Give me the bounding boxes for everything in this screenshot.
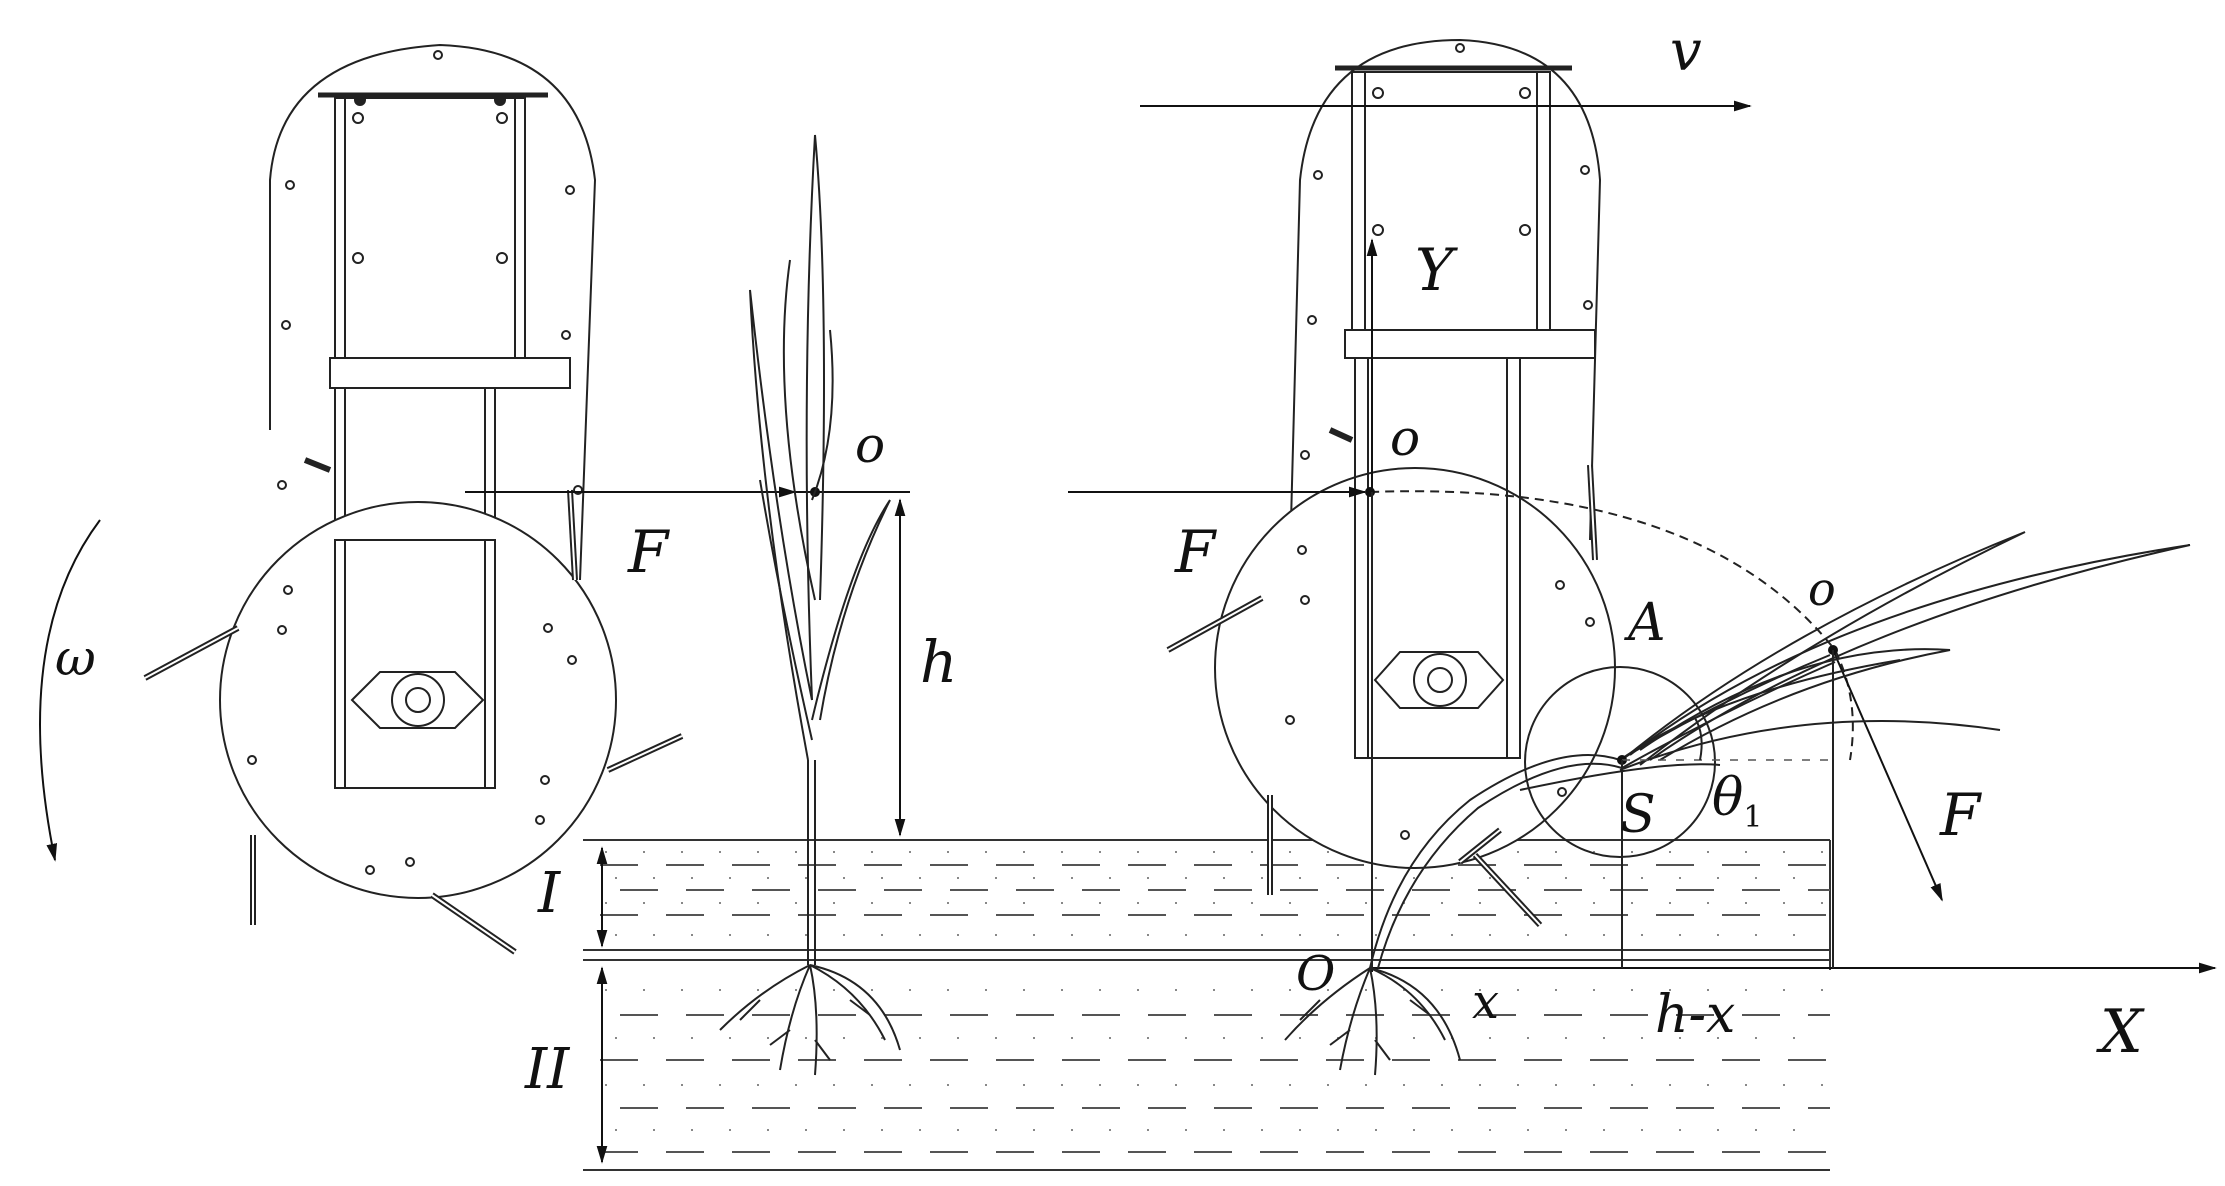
roots-right — [1284, 967, 1461, 1076]
pivot-label-left: o — [855, 416, 885, 474]
roots-left — [719, 964, 901, 1076]
theta-subscript: 1 — [1743, 800, 1762, 835]
point-a-label: A — [1624, 593, 1666, 653]
force-label-rotated: F — [1939, 781, 1982, 849]
force-label-left: F — [627, 518, 670, 586]
layer-1-label: I — [537, 861, 562, 926]
rice-seedling-bent — [1369, 531, 2191, 969]
theta-arc — [1694, 717, 1703, 761]
trajectory-arc-lower — [1834, 649, 1854, 761]
pivot-label-rotated: o — [1808, 562, 1836, 616]
pivot-point-right — [1365, 487, 1375, 497]
velocity-label: v — [1670, 19, 1702, 84]
trajectory-arc — [1369, 490, 1836, 651]
soil-texture-dashes — [600, 864, 1830, 1153]
x-axis-label: X — [2096, 997, 2145, 1067]
point-s-label: S — [1620, 785, 1656, 845]
x-dimension-label: x — [1472, 974, 1499, 1030]
left-weeding-wheel — [143, 43, 684, 955]
origin-label: O — [1296, 946, 1335, 1002]
left-wheel-bolts — [247, 50, 583, 875]
force-label-right: F — [1174, 518, 1217, 586]
soil-texture-dots — [605, 851, 1830, 1131]
theta-label: θ1 — [1712, 768, 1762, 835]
rice-seedling-left — [749, 134, 891, 965]
height-label: h — [920, 628, 957, 696]
contact-circle — [1524, 666, 1716, 858]
rotation-arrow — [39, 519, 101, 862]
y-axis-label: Y — [1415, 236, 1458, 304]
h-minus-x-label: h-x — [1655, 985, 1735, 1045]
force-arrow-rotated — [1832, 649, 1943, 902]
pivot-label-right: o — [1390, 409, 1420, 467]
omega-label: ω — [55, 629, 96, 687]
layer-2-label: II — [524, 1037, 571, 1102]
right-wheel-bolts — [1285, 43, 1595, 840]
right-weeding-wheel — [1166, 38, 1616, 928]
